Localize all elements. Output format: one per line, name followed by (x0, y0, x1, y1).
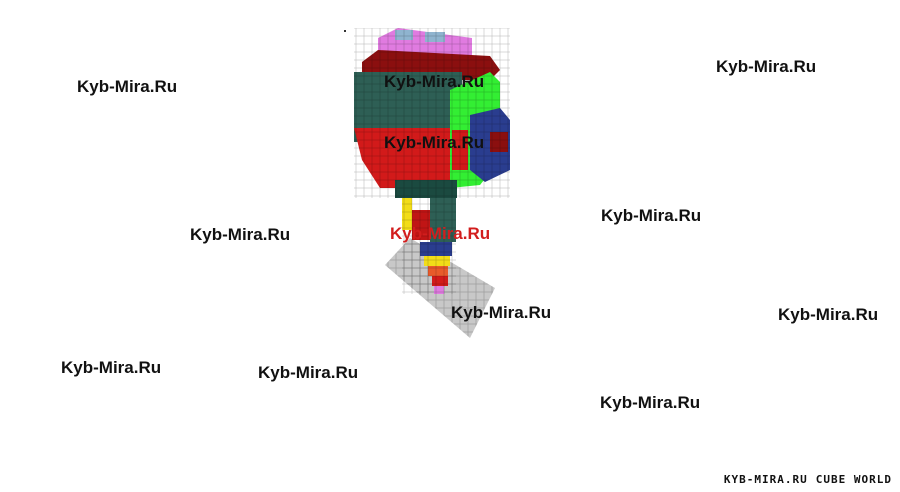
watermark-text: Kyb-Mira.Ru (61, 358, 162, 377)
character-head (354, 28, 510, 198)
watermark-text-red: Kyb-Mira.Ru (390, 224, 491, 243)
watermark-text: Kyb-Mira.Ru (716, 57, 817, 76)
watermark-text: Kyb-Mira.Ru (384, 133, 485, 152)
voxel-character-model[interactable] (340, 20, 520, 350)
watermark-text: Kyb-Mira.Ru (258, 363, 359, 382)
character-legs (402, 192, 456, 294)
cursor-dot (344, 30, 346, 32)
footer-watermark: KYB-MIRA.RU CUBE WORLD (724, 473, 892, 486)
watermark-text: Kyb-Mira.Ru (190, 225, 291, 244)
watermark-text: Kyb-Mira.Ru (451, 303, 552, 322)
footer-game: CUBE WORLD (815, 473, 892, 486)
watermark-text: Kyb-Mira.Ru (778, 305, 879, 324)
watermark-text: Kyb-Mira.Ru (601, 206, 702, 225)
watermark-text: Kyb-Mira.Ru (600, 393, 701, 412)
watermark-text: Kyb-Mira.Ru (77, 77, 178, 96)
watermark-text: Kyb-Mira.Ru (384, 72, 485, 91)
footer-site: KYB-MIRA.RU (723, 473, 808, 486)
